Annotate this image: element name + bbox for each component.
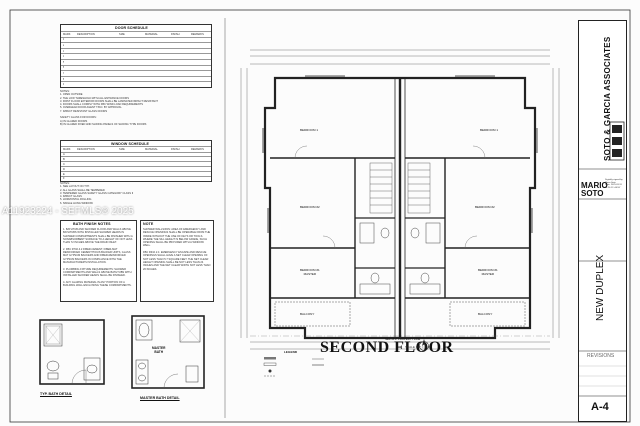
master-bath-detail-label: MASTER BATH DETAIL [140, 396, 180, 400]
architect-last-name: SOTO [581, 189, 604, 198]
second-floor-plan [240, 49, 560, 350]
revisions-label: REVISIONS [587, 353, 615, 359]
schedule-row: E [61, 170, 211, 178]
schedule-row: 8 [61, 75, 211, 83]
schedule-row: D [61, 166, 211, 173]
bath-finish-notes: BATH FINISH NOTES 1. BATHTUB AND SHOWER … [60, 220, 137, 302]
schedule-row: 7 [61, 70, 211, 77]
schedule-mark: 6 [63, 66, 65, 70]
mls-watermark: A11923224 - SEFMLS® 2025 [2, 206, 134, 217]
floor-plan-title: SECOND FLOOR [320, 339, 454, 356]
master-bath-label: MASTER BATH [152, 346, 166, 354]
master-bath-detail-drawing [131, 315, 205, 389]
schedule-row: 6 [61, 64, 211, 72]
schedule-mark: F [63, 177, 65, 181]
schedule-row: 1 [61, 36, 211, 44]
schedule-mark: B [63, 158, 65, 162]
project-name: NEW DUPLEX [595, 254, 606, 321]
legend-box: LEGEND [262, 350, 352, 378]
title-block: SOTO & GARCIA ASSOCIATES MARIO SOTO Digi… [578, 20, 627, 422]
room-label-balcony-left: BALCONY [300, 312, 315, 316]
north-arrow-icon [419, 339, 429, 351]
window-schedule-title: WINDOW SCHEDULE [111, 142, 150, 146]
sheet-number: A-4 [591, 401, 609, 413]
room-label-master-left: BEDROOM #1 MASTER [300, 268, 320, 276]
schedule-row: B [61, 156, 211, 163]
schedule-mark: 5 [63, 60, 65, 64]
schedule-row: C [61, 161, 211, 168]
schedule-mark: D [63, 167, 65, 171]
schedule-mark: 8 [63, 77, 65, 81]
door-schedule-title: DOOR SCHEDULE [115, 26, 148, 30]
window-notes: NOTES: 1. SEE LAYOUT ON TYP. 2. ALL GLAS… [60, 182, 134, 205]
schedule-row: 4 [61, 53, 211, 60]
schedule-row: 2 [61, 42, 211, 49]
schedule-row: F [61, 175, 211, 183]
room-label-bedroom-left: BEDROOM 1 [300, 128, 319, 132]
scale-note: SCALE 1/8" = 1'-0" [405, 345, 431, 349]
room-label-bedroom2-right: BEDROOM #2 [475, 205, 495, 209]
schedule-row: 3 [61, 47, 211, 55]
room-label-master-right: BEDROOM #1 MASTER [478, 268, 498, 276]
architect-first-name: MARIO [581, 181, 608, 190]
typ-bath-detail-label: TYP. BATH DETAIL [40, 392, 72, 396]
note-box: NOTE SHOWER WALLS/PAN: AREA OF EMERGENCY… [140, 220, 214, 302]
schedule-mark: A [63, 153, 65, 157]
door-notes: NOTES: 1. OPEN OUTSIDE 2. THE LOW THRESH… [60, 90, 158, 126]
schedule-row: 5 [61, 59, 211, 66]
schedule-mark: 3 [63, 49, 65, 53]
typ-bath-detail-drawing [39, 319, 105, 385]
schedule-mark: 9 [63, 83, 65, 87]
bath-finish-title: BATH FINISH NOTES [73, 222, 111, 226]
schedule-mark: 1 [63, 38, 65, 42]
note-box-title: NOTE [143, 222, 154, 226]
schedule-mark: 2 [63, 43, 65, 47]
room-label-balcony-right: BALCONY [478, 312, 493, 316]
schedule-mark: 7 [63, 71, 65, 75]
room-label-bedroom2-left: BEDROOM #2 [300, 205, 320, 209]
property-line-label: NE9 15 2' PROPERTY LINE [385, 337, 421, 341]
schedule-mark: C [63, 162, 65, 166]
schedule-row: 9 [61, 81, 211, 88]
schedule-mark: E [63, 172, 65, 176]
legend-title: LEGEND [284, 350, 298, 354]
schedule-mark: 4 [63, 55, 65, 59]
schedule-row: A [61, 151, 211, 159]
room-label-bedroom-right: BEDROOM 1 [480, 128, 499, 132]
firm-logo-icon [609, 121, 625, 161]
